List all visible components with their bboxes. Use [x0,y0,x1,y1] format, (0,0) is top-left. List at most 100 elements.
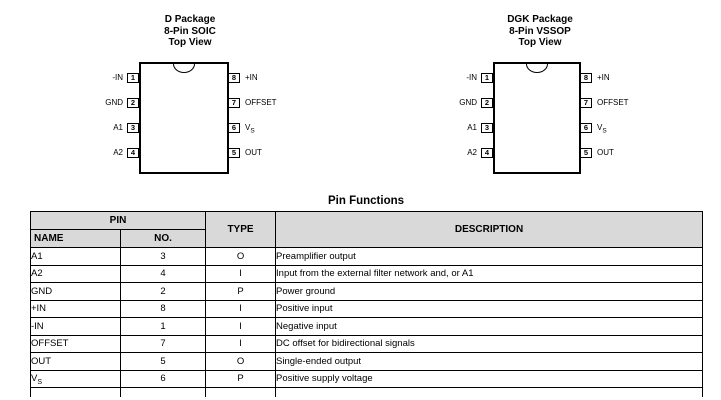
pin-label-text: V [597,123,603,132]
pin-label-gnd: GND [105,98,123,107]
pin-number-box: 1 [127,73,139,83]
pin-no-cell: 8 [119,299,207,318]
pin-label-text: +IN [245,73,258,82]
table-row: A2 4 I Input from the external filter ne… [30,264,704,283]
pin-label-plus-in: +IN [245,73,258,83]
pin-label-text: OUT [597,148,614,157]
pin-number-box: 3 [481,123,493,133]
pin-description-cell: Negative input [275,317,704,336]
pin-label-gnd: GND [459,98,477,107]
pin-description-cell: Input from the external filter network a… [275,264,704,283]
table-row: A1 3 O Preamplifier output [30,247,704,266]
pin-no-cell: 5 [119,352,207,371]
pin-description-cell: Single-ended output [275,352,704,371]
pin-no-cell: 4 [119,264,207,283]
cutoff-cell [275,387,704,397]
table-header-row: NAME NO. [30,229,703,248]
pin-description-cell: Positive supply voltage [275,369,704,388]
pin-description-cell: DC offset for bidirectional signals [275,334,704,353]
pin-description-cell: Positive input [275,299,704,318]
pin-name: OFFSET [31,338,69,350]
pin-name-cell: A2 [30,264,121,283]
pin-no-cell: 2 [119,282,207,301]
pin-label-plus-in: +IN [597,73,610,83]
package-title-line: D Package [164,14,216,25]
package-diagram-vssop: DGK Package 8-Pin VSSOP Top View -IN 1 G… [420,12,660,190]
cutoff-cell [119,387,207,397]
pin-label-minus-in: -IN [466,73,477,82]
pin-number-box: 4 [127,148,139,158]
pin-type-cell: P [205,282,277,301]
pin-label-a2: A2 [113,148,123,157]
pin-no-cell: 3 [119,247,207,266]
pin1-notch-icon [526,63,548,73]
pin-number-box: 7 [580,98,592,108]
ic-body [493,62,581,174]
pin-type-cell: O [205,247,277,266]
pin1-notch-icon [173,63,195,73]
pin-name: A1 [31,250,43,262]
table-row: +IN 8 I Positive input [30,299,704,318]
pin-no-cell: 6 [119,369,207,388]
package-title-line: 8-Pin SOIC [164,25,216,37]
cutoff-cell [30,387,121,397]
column-header-name: NAME [30,229,121,248]
pin-label-a1: A1 [113,123,123,132]
pin-type-cell: I [205,317,277,336]
pin-label-text: +IN [597,73,610,82]
pin-name: GND [31,285,53,297]
table-header-row: PIN TYPE DESCRIPTION [29,211,704,248]
pin-label-text: OFFSET [245,98,277,107]
pin-number-box: 2 [127,98,139,108]
package-title-line: Top View [518,37,562,48]
pin-label-vs: VS [245,123,255,135]
package-title-line: DGK Package [507,14,573,25]
pin-description-cell: Preamplifier output [275,247,704,266]
pin-no-cell: 1 [119,317,207,336]
column-header-description: DESCRIPTION [275,211,704,248]
pin-number-box: 3 [127,123,139,133]
pin-name-cell: VS [30,369,121,388]
pin-type-cell: I [205,299,277,318]
pin-name-cell: A1 [30,247,121,266]
pin-label-offset: OFFSET [597,98,629,108]
column-header-no: NO. [119,229,207,248]
column-header-pin: PIN [29,211,207,230]
package-title: DGK Package 8-Pin VSSOP Top View [420,14,660,49]
pin-name: -IN [31,320,44,332]
pin-number-box: 2 [481,98,493,108]
pin-number-box: 8 [580,73,592,83]
table-row-cutoff [30,387,704,397]
pin-number-box: 6 [580,123,592,133]
table-row: OFFSET 7 I DC offset for bidirectional s… [30,334,704,353]
pin-label-subscript: S [250,127,255,135]
pin-number-box: 6 [228,123,240,133]
pin-functions-title: Pin Functions [327,195,405,207]
package-title: D Package 8-Pin SOIC Top View [80,14,300,49]
pin-number-box: 8 [228,73,240,83]
pin-description-cell: Power ground [275,282,704,301]
pin-number-box: 4 [481,148,493,158]
pin-label-a1: A1 [467,123,477,132]
pin-label-text: OUT [245,148,262,157]
column-header-type: TYPE [205,211,277,248]
pin-label-subscript: S [602,127,607,135]
table-row: -IN 1 I Negative input [30,317,704,336]
pin-name: V [31,373,38,385]
pin-number-box: 5 [580,148,592,158]
pin-number-box: 1 [481,73,493,83]
table-row: OUT 5 O Single-ended output [30,352,704,371]
pin-name: OUT [31,355,52,367]
package-diagram-soic: D Package 8-Pin SOIC Top View -IN 1 GND … [80,12,300,190]
pin-name-cell: OUT [30,352,121,371]
pin-name: +IN [31,303,47,315]
pin-label-a2: A2 [467,148,477,157]
pin-type-cell: I [205,334,277,353]
package-title-line: 8-Pin VSSOP [509,25,571,37]
pin-label-offset: OFFSET [245,98,277,108]
ic-body [139,62,229,174]
pin-type-cell: P [205,369,277,388]
pin-number-box: 7 [228,98,240,108]
pin-no-cell: 7 [119,334,207,353]
